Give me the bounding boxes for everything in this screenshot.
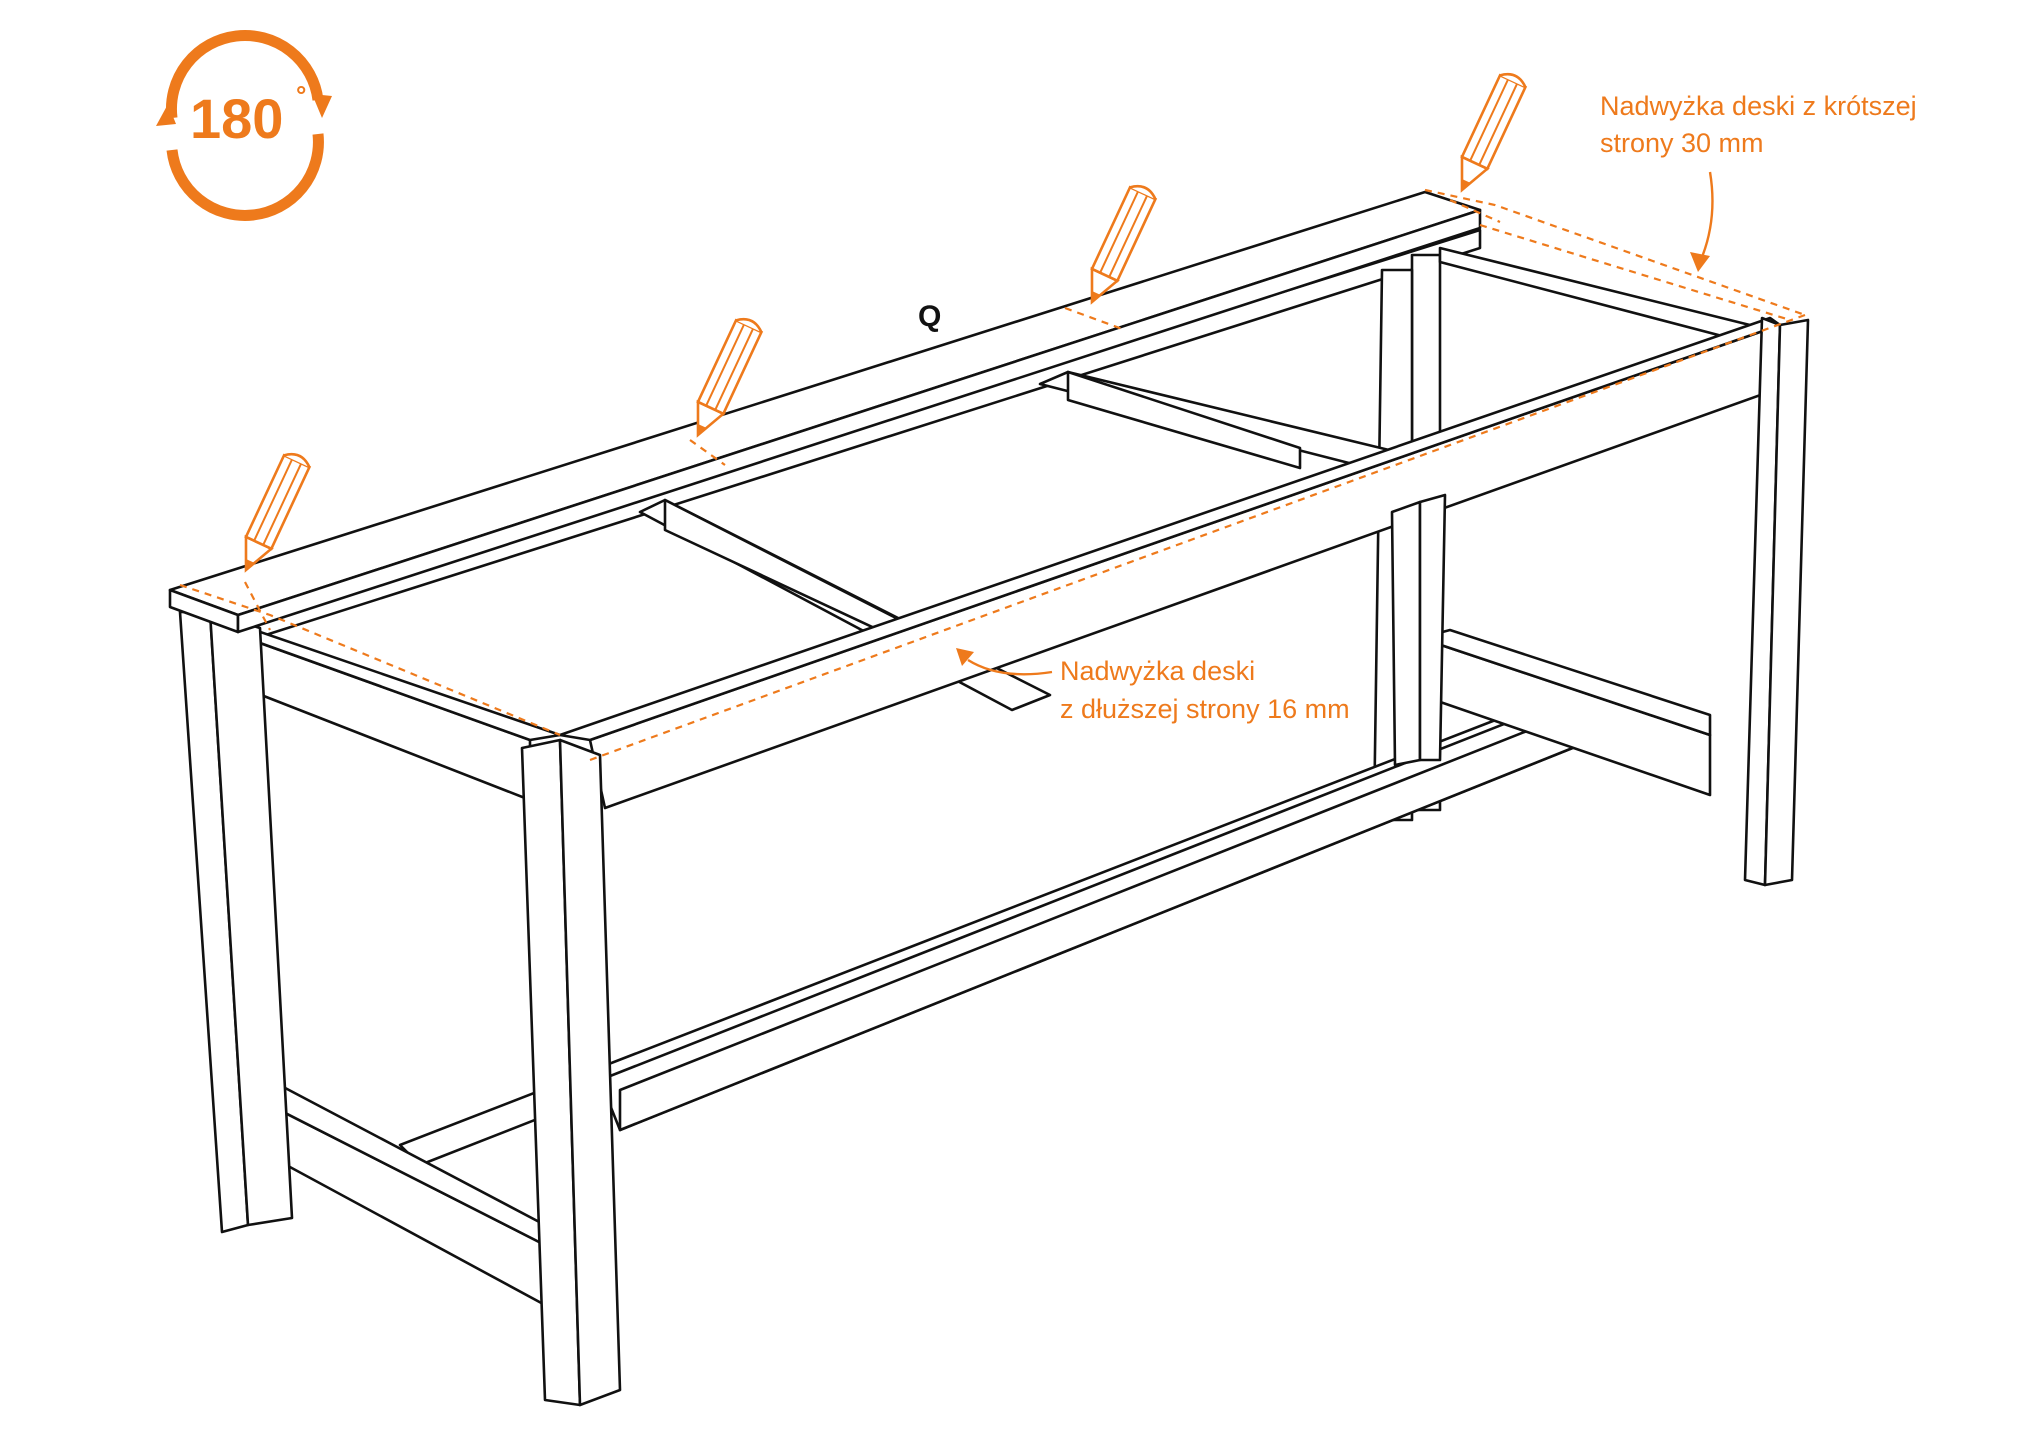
annotation-long-side-line1: Nadwyżka deski (1060, 656, 1255, 686)
leg-front-near (520, 738, 622, 1407)
pencil-icon (1460, 72, 1528, 193)
leg-front-left (178, 610, 294, 1234)
pencil-icon (244, 452, 312, 573)
annotation-long-side-line2: z dłuższej strony 16 mm (1060, 694, 1350, 724)
pencil-icon (1090, 184, 1158, 305)
leg-middle-rear (1390, 493, 1447, 767)
rotate-180-label: 180 (190, 87, 283, 150)
overhang-outline (179, 188, 1806, 762)
leg-back-right (1743, 316, 1810, 887)
annotation-short-side-line1: Nadwyżka deski z krótszej (1600, 91, 1917, 121)
annotation-short-side-line2: strony 30 mm (1600, 128, 1764, 158)
lower-stretchers (238, 628, 1712, 1307)
rotate-180-icon: 180 ° (156, 29, 332, 221)
pencil-icon (696, 317, 764, 438)
top-board-q (168, 190, 1482, 634)
rotate-180-degree: ° (296, 80, 306, 110)
annotation-short-side: Nadwyżka deski z krótszej strony 30 mm (1600, 91, 1917, 272)
part-label-q: Q (918, 300, 941, 333)
annotation-long-side: Nadwyżka deski z dłuższej strony 16 mm (956, 648, 1350, 724)
